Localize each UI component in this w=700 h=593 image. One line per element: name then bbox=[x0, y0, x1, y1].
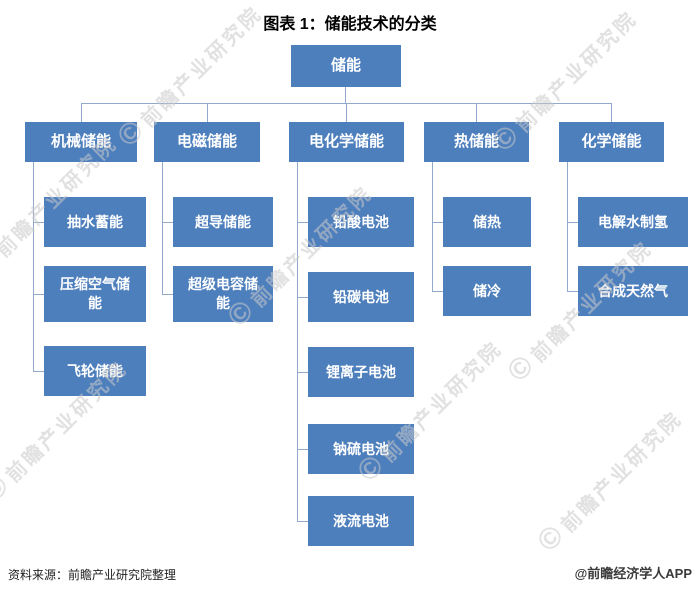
child-node: 钠硫电池 bbox=[308, 424, 414, 474]
branch-node-thermal: 热储能 bbox=[424, 122, 529, 162]
child-node: 储热 bbox=[443, 197, 531, 247]
connector-line bbox=[81, 103, 82, 122]
connector-line bbox=[297, 222, 308, 223]
child-node: 超级电容储能 bbox=[173, 266, 273, 322]
connector-line bbox=[297, 297, 308, 298]
connector-line bbox=[207, 103, 208, 122]
watermark-logo-icon: © bbox=[531, 519, 571, 559]
source-text: 资料来源：前瞻产业研究院整理 bbox=[8, 568, 177, 582]
watermark-logo-icon: © bbox=[501, 349, 541, 389]
connector-line bbox=[297, 372, 308, 373]
child-node: 电解水制氢 bbox=[578, 197, 688, 247]
child-node: 铅碳电池 bbox=[308, 272, 414, 322]
branch-node-electrochemical: 电化学储能 bbox=[289, 122, 404, 162]
child-node: 压缩空气储能 bbox=[44, 266, 146, 322]
child-node: 储冷 bbox=[443, 266, 531, 316]
chart-title: 图表 1：储能技术的分类 bbox=[263, 16, 437, 33]
connector-line bbox=[345, 87, 346, 103]
connector-line bbox=[297, 449, 308, 450]
child-node: 抽水蓄能 bbox=[44, 197, 146, 247]
connector-line bbox=[432, 222, 443, 223]
connector-line bbox=[162, 222, 173, 223]
connector-line bbox=[611, 103, 612, 122]
child-node: 铅酸电池 bbox=[308, 197, 414, 247]
child-node: 飞轮储能 bbox=[44, 346, 146, 396]
watermark-text: 前瞻产业研究院 bbox=[557, 407, 687, 537]
child-node: 液流电池 bbox=[308, 496, 414, 546]
connector-line bbox=[33, 371, 44, 372]
watermark-logo-icon: © bbox=[0, 244, 6, 284]
branch-node-mechanical: 机械储能 bbox=[25, 122, 137, 162]
connector-line bbox=[33, 162, 34, 371]
connector-line bbox=[297, 162, 298, 521]
child-node: 合成天然气 bbox=[578, 266, 688, 316]
connector-line bbox=[33, 222, 44, 223]
connector-line bbox=[567, 162, 568, 291]
connector-line bbox=[432, 162, 433, 291]
connector-line bbox=[476, 103, 477, 122]
child-node: 锂离子电池 bbox=[308, 347, 414, 397]
connector-line bbox=[162, 294, 173, 295]
root-node: 储能 bbox=[291, 45, 401, 87]
connector-line bbox=[33, 294, 44, 295]
connector-line bbox=[346, 103, 347, 122]
branch-node-electromagnetic: 电磁储能 bbox=[154, 122, 260, 162]
watermark: ©前瞻产业研究院 bbox=[531, 401, 689, 559]
connector-line bbox=[162, 162, 163, 294]
child-node: 超导储能 bbox=[173, 197, 273, 247]
watermark-logo-icon: © bbox=[0, 469, 16, 509]
connector-line bbox=[567, 291, 578, 292]
connector-line bbox=[297, 521, 308, 522]
connector-line bbox=[432, 291, 443, 292]
connector-line bbox=[567, 222, 578, 223]
branch-node-chemical: 化学储能 bbox=[559, 122, 664, 162]
brand-text: @前瞻经济学人APP bbox=[574, 566, 692, 581]
